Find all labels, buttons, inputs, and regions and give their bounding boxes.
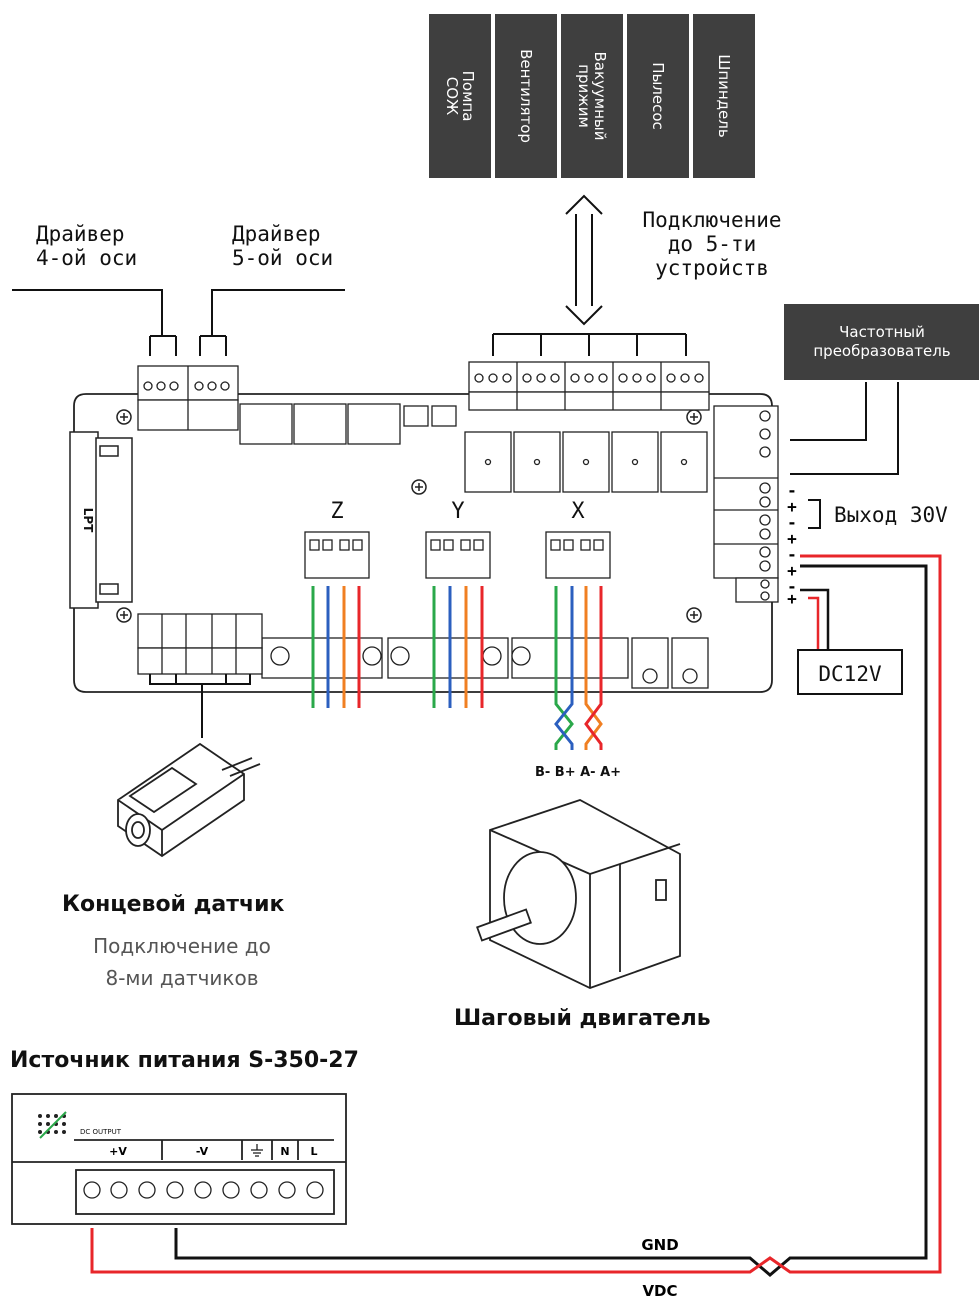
- limit-switch-title: Концевой датчик: [62, 892, 285, 917]
- dc12v-box: [797, 649, 903, 695]
- psu-dc-output-label: DC OUTPUT: [80, 1128, 122, 1136]
- motor-pins-label: B- B+ A- A+: [535, 765, 621, 780]
- axis45-terminals: [137, 365, 239, 431]
- relays: [464, 431, 708, 493]
- polarity-3: -: [787, 513, 797, 532]
- polarity-6: +: [787, 561, 797, 580]
- stepper-title: Шаговый двигатель: [454, 1006, 711, 1031]
- polarity-4: +: [787, 529, 797, 548]
- output-30v-bracket: [808, 499, 821, 529]
- psu-n-label: N: [280, 1145, 289, 1158]
- device-fan: Вентилятор: [495, 14, 557, 178]
- freq-converter-box: Частотный преобразователь: [784, 304, 979, 380]
- lpt-connector: [69, 431, 133, 609]
- psu-plus-v-label: +V: [109, 1145, 127, 1158]
- polarity-5: -: [787, 545, 797, 564]
- z-axis-wires: [311, 586, 361, 708]
- vdc-label: VDC: [642, 1282, 677, 1299]
- polarity-2: +: [787, 497, 797, 516]
- relay-terminals: [468, 361, 710, 411]
- limit-switch-sensor: [117, 742, 261, 858]
- freq-wires: [790, 382, 899, 475]
- axis-connectors: [304, 531, 611, 579]
- polarity-8: +: [787, 589, 797, 608]
- ground-icon: [251, 1144, 263, 1157]
- device-pump: Помпа СОЖ: [429, 14, 491, 178]
- devices-note: Подключение до 5-ти устройств: [642, 208, 782, 280]
- lpt-label: LPT: [81, 508, 95, 533]
- driver-brackets: [12, 289, 345, 356]
- x-axis-wires: [554, 586, 603, 750]
- limit-switch-note: Подключение до 8-ми датчиков: [93, 934, 271, 990]
- power-terminals: [713, 405, 779, 603]
- psu-logo-icon: [38, 1111, 67, 1139]
- power-supply: [11, 1093, 347, 1225]
- dc12v-leads: [800, 588, 830, 650]
- psu-l-label: L: [310, 1145, 317, 1158]
- axis-z-label: Z: [330, 499, 343, 524]
- dc12v-label: DC12V: [818, 662, 882, 686]
- bottom-connectors: [261, 637, 709, 689]
- psu-terminal-screws: [83, 1181, 324, 1199]
- limit-bracket: [149, 674, 251, 738]
- driver4-label: Драйвер 4-ой оси: [36, 222, 138, 270]
- driver5-label: Драйвер 5-ой оси: [232, 222, 334, 270]
- axis-y-label: Y: [451, 499, 464, 524]
- psu-minus-v-label: -V: [196, 1145, 209, 1158]
- polarity-7: -: [787, 577, 797, 596]
- y-axis-wires: [432, 586, 484, 708]
- limit-terminals: [137, 613, 263, 675]
- device-vacuum: Вакуумный прижим: [561, 14, 623, 178]
- top-headers: [239, 403, 457, 445]
- device-vacuum-cleaner: Пылесос: [627, 14, 689, 178]
- relay-bracket: [492, 333, 687, 356]
- stepper-motor: [476, 799, 681, 989]
- psu-title: Источник питания S-350-27: [10, 1048, 359, 1073]
- output-30v-label: Выход 30V: [834, 503, 948, 527]
- polarity-1: -: [787, 481, 797, 500]
- gnd-label: GND: [641, 1236, 678, 1254]
- device-spindle: Шпиндель: [693, 14, 755, 178]
- axis-x-label: X: [571, 499, 585, 524]
- double-arrow-icon: [565, 194, 603, 326]
- main-power-wires: [90, 554, 942, 1277]
